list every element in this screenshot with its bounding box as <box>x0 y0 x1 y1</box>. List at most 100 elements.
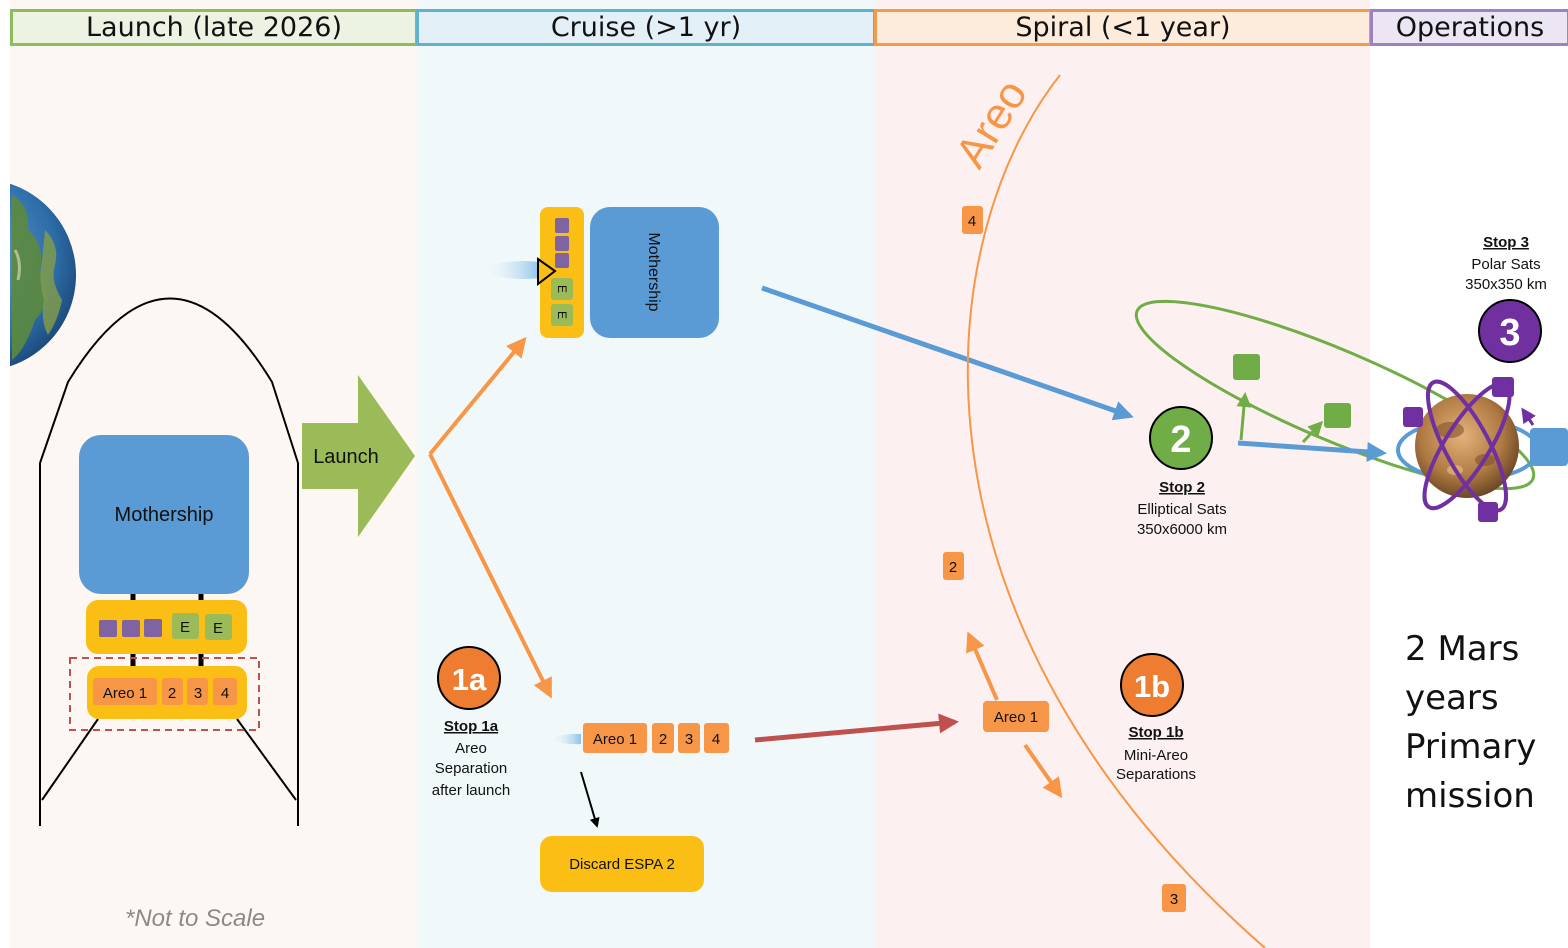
launch-purple-sat <box>99 620 117 637</box>
primary-mission-line: 2 Mars <box>1405 629 1520 669</box>
spiral-areo-1-label: Areo 1 <box>994 709 1038 726</box>
polar-sat <box>1478 502 1498 522</box>
spiral-areo-1 <box>983 701 1049 732</box>
stop-1b-line: Mini-Areo <box>1124 747 1188 764</box>
stop-1a-line: after launch <box>432 782 510 799</box>
stop-3-title: Stop 3 <box>1483 234 1529 251</box>
cruise-areo-1 <box>583 723 647 753</box>
stop-2-line: 350x6000 km <box>1137 521 1227 538</box>
spiral-release-arrow-up <box>966 631 999 701</box>
cruise-e-sat-label: E <box>555 311 569 319</box>
cruise-mothership <box>590 207 719 338</box>
cruise-purple-sat <box>555 236 569 251</box>
elliptical-deploy-arrow <box>1301 420 1324 444</box>
stop-2-line: Elliptical Sats <box>1137 501 1226 518</box>
phase-header-operations: Operations <box>1370 9 1568 46</box>
areo-marker-2-label: 2 <box>949 559 957 576</box>
stop-3-badge-label: 3 <box>1499 312 1520 354</box>
stop-1a-badge-label: 1a <box>452 662 487 697</box>
polar-sat <box>1403 407 1423 427</box>
cruise-split-arrow-down <box>428 453 552 699</box>
cruise-espa <box>540 207 584 338</box>
stop-2-badge <box>1149 406 1213 470</box>
mothership-at-mars <box>1530 428 1568 466</box>
polar-sat <box>1492 377 1514 397</box>
launch-espa-upper <box>86 600 247 654</box>
cruise-areo-2-label: 2 <box>659 731 667 748</box>
stop-1b-badge-label: 1b <box>1134 669 1170 704</box>
launch-areo-1-label: Areo 1 <box>103 685 147 702</box>
not-to-scale-note: *Not to Scale <box>125 905 266 932</box>
engine-triangle <box>537 257 557 287</box>
cruise-areo-3 <box>678 723 700 753</box>
primary-mission-text: 2 Mars years Primary mission <box>1405 625 1536 821</box>
stop-1a-title: Stop 1a <box>444 718 499 735</box>
launch-e-sat <box>172 613 199 639</box>
cruise-mothership-label: Mothership <box>645 232 662 311</box>
phase-header-spiral: Spiral (<1 year) <box>874 9 1372 46</box>
stop-3-line: Polar Sats <box>1471 256 1540 273</box>
cruise-split-arrow-up <box>428 336 527 456</box>
earth-icon <box>10 183 76 367</box>
launch-areo-4-label: 4 <box>221 685 229 702</box>
cruise-e-sat <box>551 278 573 300</box>
elliptical-sat <box>1233 354 1260 380</box>
launch-e-sat-label: E <box>180 619 190 636</box>
stop-2-badge-label: 2 <box>1170 419 1191 461</box>
launch-areo-2-label: 2 <box>168 685 176 702</box>
spiral-phase-band <box>875 0 1370 948</box>
primary-mission-line: years <box>1405 678 1499 718</box>
mothership-engine-plume <box>478 261 540 279</box>
elliptical-sat <box>1324 403 1351 428</box>
primary-mission-line: Primary <box>1405 727 1537 767</box>
stop-3-line: 350x350 km <box>1465 276 1547 293</box>
spiral-release-arrow-down <box>1023 743 1063 799</box>
stop-1b-badge <box>1120 653 1184 717</box>
stop-1a-line: Separation <box>435 760 508 777</box>
mothership-to-stop2-arrow <box>761 285 1134 421</box>
cruise-purple-sat <box>555 253 569 268</box>
cruise-areo-3-label: 3 <box>685 731 693 748</box>
areo-marker-4-label: 4 <box>968 213 976 230</box>
launch-purple-sat <box>122 620 140 637</box>
mars-icon <box>1415 394 1519 498</box>
areo-marker-4 <box>962 206 983 234</box>
launch-arrow-label: Launch <box>313 446 379 468</box>
launch-areo-3-label: 3 <box>194 685 202 702</box>
cruise-areo-2 <box>652 723 674 753</box>
cruise-purple-sat <box>555 218 569 233</box>
discard-espa-box <box>540 836 704 892</box>
launch-mothership <box>79 435 249 594</box>
areo-orbit-arc <box>966 74 1266 948</box>
areo-orbit-label: Areo <box>946 71 1037 176</box>
areo-marker-3 <box>1162 884 1186 912</box>
areo-transfer-arrow <box>754 713 959 743</box>
launch-areo-3 <box>187 678 208 705</box>
discard-arrow <box>580 771 600 828</box>
cruise-e-sat <box>551 304 573 326</box>
polar-motion-arrow <box>1521 407 1536 426</box>
cruise-areo-1-label: Areo 1 <box>593 731 637 748</box>
launch-areo-1 <box>93 678 157 705</box>
stop-1a-badge <box>437 646 501 710</box>
stop2-to-mars-arrow <box>1237 440 1387 462</box>
areo-marker-2 <box>943 552 964 580</box>
launch-arrow <box>302 375 415 537</box>
cruise-areo-4-label: 4 <box>712 731 720 748</box>
launch-purple-sat <box>144 619 162 637</box>
cruise-phase-band <box>417 0 875 948</box>
elliptical-deploy-arrow <box>1236 392 1252 441</box>
cruise-areo-4 <box>704 723 729 753</box>
cruise-e-sat-label: E <box>555 285 569 293</box>
stop-3-badge <box>1478 299 1542 363</box>
primary-mission-line: mission <box>1405 776 1535 816</box>
launch-e-sat-label: E <box>213 620 223 637</box>
launch-e-sat <box>205 614 232 640</box>
launch-espa-lower-dashed <box>69 657 260 731</box>
areo-marker-3-label: 3 <box>1170 891 1178 908</box>
stop-1b-title: Stop 1b <box>1129 724 1184 741</box>
launch-areo-2 <box>162 678 183 705</box>
stop-2-title: Stop 2 <box>1159 479 1205 496</box>
launch-mothership-label: Mothership <box>115 504 214 526</box>
rocket-fairing <box>39 297 299 826</box>
